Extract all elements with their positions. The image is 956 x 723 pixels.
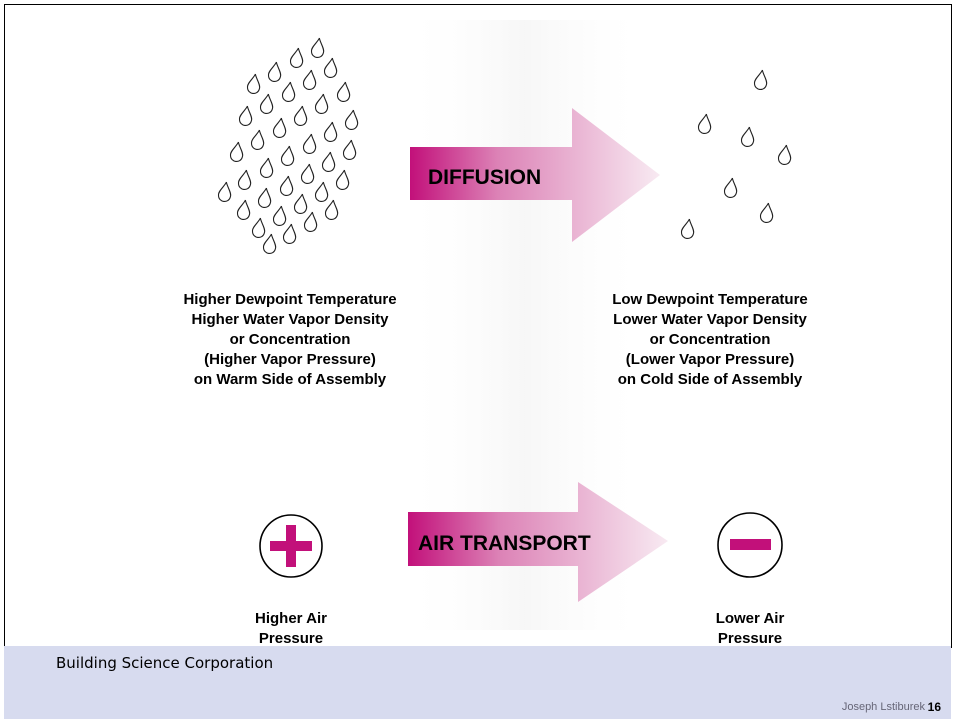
droplet-icon <box>238 104 254 127</box>
droplet-icon <box>324 198 340 221</box>
droplet-icon <box>251 216 267 239</box>
droplet-icon <box>293 192 309 215</box>
diffusion-label: DIFFUSION <box>428 166 541 189</box>
droplet-icon <box>777 143 793 166</box>
caption-line: Pressure <box>717 630 783 647</box>
droplet-icon <box>314 180 330 203</box>
droplet-icon <box>680 217 696 240</box>
droplet-icon <box>336 80 352 103</box>
caption-line: Low Dewpoint Temperature <box>612 291 808 308</box>
droplet-icon <box>344 108 360 131</box>
droplet-icon <box>342 138 358 161</box>
droplet-icon <box>236 198 252 221</box>
droplet-icon <box>302 132 318 155</box>
caption-line: on Warm Side of Assembly <box>193 371 387 388</box>
caption-line: Pressure <box>258 630 324 647</box>
droplet-icon <box>272 204 288 227</box>
droplet-icon <box>267 60 283 83</box>
droplet-icon <box>300 162 316 185</box>
droplet-icon <box>321 150 337 173</box>
droplet-icon <box>740 125 756 148</box>
cold-side-caption: Low Dewpoint Temperature Lower Water Vap… <box>560 290 860 390</box>
caption-line: (Lower Vapor Pressure) <box>625 351 795 368</box>
droplet-icon <box>293 104 309 127</box>
air-transport-label: AIR TRANSPORT <box>418 532 591 555</box>
caption-line: Higher Air <box>255 610 327 627</box>
droplet-icon <box>289 46 305 69</box>
droplet-icon <box>246 72 262 95</box>
high-vapor-droplet-cluster <box>217 36 360 255</box>
droplet-icon <box>753 68 769 91</box>
droplet-icon <box>314 92 330 115</box>
page-number: 16 <box>927 700 941 714</box>
caption-line: Higher Water Vapor Density <box>191 311 389 328</box>
caption-line: or Concentration <box>229 331 351 348</box>
droplet-icon <box>259 92 275 115</box>
caption-line: on Cold Side of Assembly <box>617 371 803 388</box>
droplet-icon <box>259 156 275 179</box>
droplet-icon <box>257 186 273 209</box>
minus-icon <box>717 512 783 578</box>
droplet-icon <box>272 116 288 139</box>
droplet-icon <box>310 36 326 59</box>
higher-air-pressure-caption: Higher Air Pressure <box>211 609 371 649</box>
caption-line: or Concentration <box>649 331 771 348</box>
droplet-icon <box>323 120 339 143</box>
caption-line: Lower Air <box>715 610 785 627</box>
droplet-icon <box>282 222 298 245</box>
droplet-icon <box>217 180 233 203</box>
plus-icon <box>259 514 323 578</box>
author-name: Joseph Lstiburek <box>841 701 925 713</box>
caption-line: Higher Dewpoint Temperature <box>183 291 397 308</box>
droplet-icon <box>281 80 297 103</box>
droplet-icon <box>759 201 775 224</box>
lower-air-pressure-caption: Lower Air Pressure <box>670 609 830 649</box>
warm-side-caption: Higher Dewpoint Temperature Higher Water… <box>130 290 450 390</box>
droplet-icon <box>697 112 713 135</box>
caption-line: Lower Water Vapor Density <box>613 311 807 328</box>
droplet-icon <box>280 144 296 167</box>
droplet-icon <box>303 210 319 233</box>
droplet-icon <box>279 174 295 197</box>
low-vapor-droplet-cluster <box>680 68 793 240</box>
diagram-canvas: DIFFUSION AIR TRANSPORT <box>217 20 793 630</box>
droplet-icon <box>723 176 739 199</box>
droplet-icon <box>323 56 339 79</box>
droplet-icon <box>262 232 278 255</box>
droplet-icon <box>302 68 318 91</box>
diffusion-arrow: DIFFUSION <box>410 108 660 242</box>
droplet-icon <box>335 168 351 191</box>
droplet-icon <box>250 128 266 151</box>
caption-line: (Higher Vapor Pressure) <box>204 351 376 368</box>
droplet-icon <box>229 140 245 163</box>
air-transport-arrow: AIR TRANSPORT <box>408 482 668 602</box>
footer-bar: Building Science Corporation Joseph Lsti… <box>4 646 951 719</box>
organization-name: Building Science Corporation <box>56 654 274 672</box>
droplet-icon <box>237 168 253 191</box>
